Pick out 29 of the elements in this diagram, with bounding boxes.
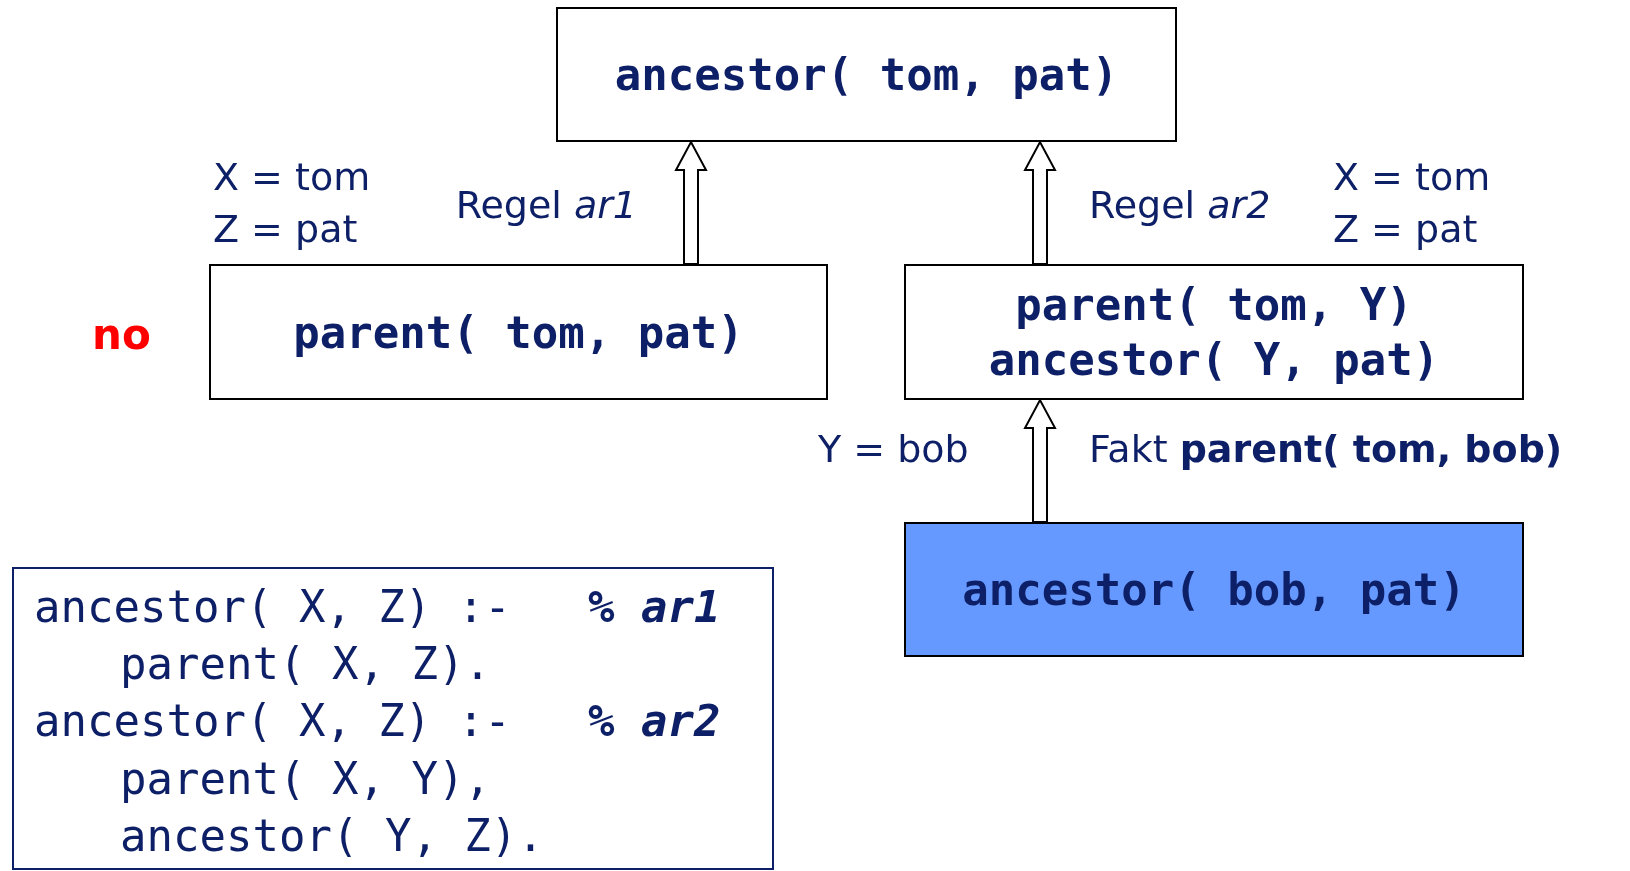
hollow-arrow <box>1023 139 1057 265</box>
goal-text: parent( tom, Y) <box>1015 278 1413 332</box>
edge-label: Regel ar1 <box>455 183 637 229</box>
code-line: parent( X, Z). <box>120 638 491 691</box>
binding-text: Y = bob <box>818 427 969 473</box>
goal-text: ancestor( bob, pat) <box>962 563 1466 617</box>
code-line: ancestor( X, Z) :- <box>34 581 511 634</box>
goal-box <box>209 264 828 400</box>
edge-label: Fakt parent( tom, bob) <box>1089 427 1563 473</box>
hollow-arrow <box>1023 397 1057 523</box>
binding-text: Z = pat <box>1333 207 1478 253</box>
binding-text: X = tom <box>1333 155 1491 201</box>
code-comment: % ar1 <box>588 581 721 634</box>
goal-text: ancestor( tom, pat) <box>614 48 1119 102</box>
hollow-arrow <box>674 139 708 265</box>
binding-text: X = tom <box>213 155 371 201</box>
goal-box <box>904 264 1524 400</box>
code-line: ancestor( X, Z) :- <box>34 695 511 748</box>
goal-text: ancestor( Y, pat) <box>988 333 1440 387</box>
code-line: ancestor( Y, Z). <box>120 810 544 863</box>
binding-text: Z = pat <box>213 207 358 253</box>
code-panel <box>12 567 774 870</box>
edge-label: Regel ar2 <box>1089 183 1271 229</box>
code-comment: % ar2 <box>588 695 721 748</box>
result-text: no <box>92 310 151 359</box>
highlighted-goal-box <box>904 522 1524 657</box>
code-line: parent( X, Y), <box>120 753 491 806</box>
goal-box <box>556 7 1177 142</box>
goal-text: parent( tom, pat) <box>293 305 744 360</box>
